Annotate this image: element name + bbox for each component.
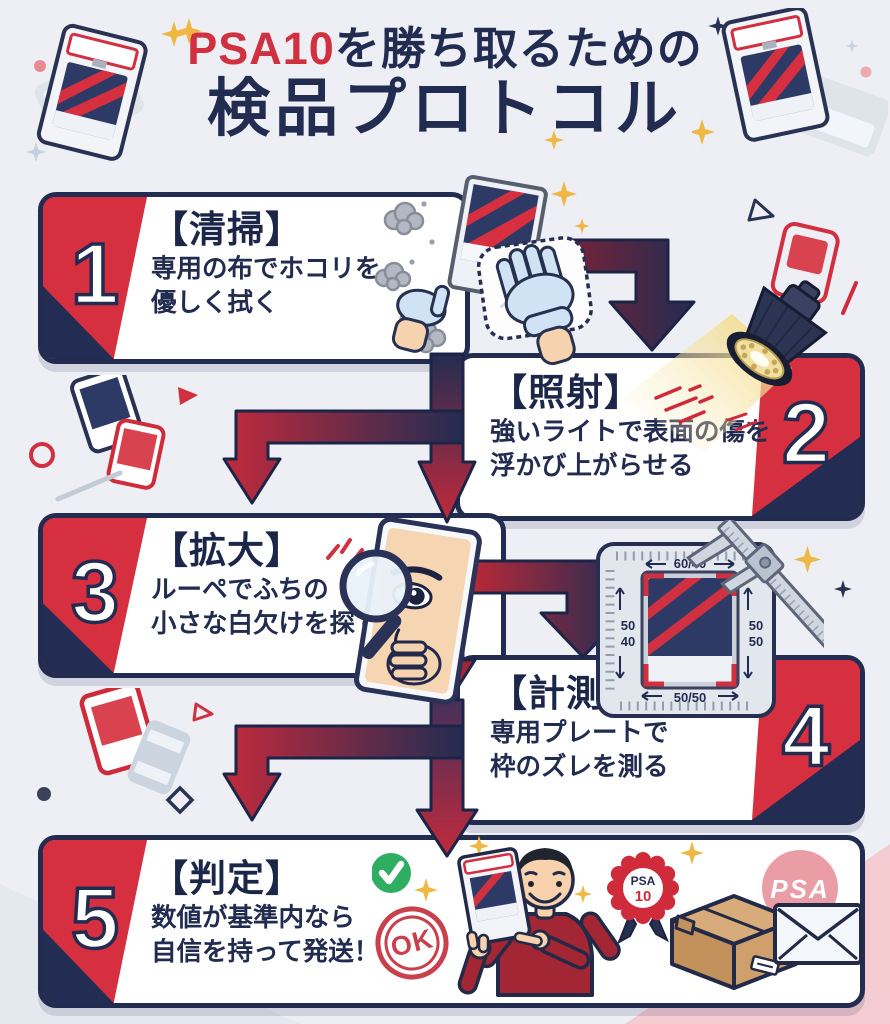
sparkle-icon xyxy=(794,546,821,573)
step-number-plate: 1 xyxy=(43,197,147,359)
sparkle-icon xyxy=(834,580,852,598)
sparkle-icon xyxy=(176,18,202,44)
step-line: 自信を持って発送！ xyxy=(151,937,380,966)
card-outline-decoration xyxy=(770,221,840,305)
step-number: 5 xyxy=(69,870,120,967)
red-card-decoration xyxy=(106,418,166,490)
arrow-branch-to-step3 xyxy=(222,409,465,505)
triangle-decoration xyxy=(747,198,775,222)
slash-decoration xyxy=(55,470,123,502)
slab-card-icon xyxy=(36,23,148,161)
page-title: PSA10を勝ち取るための 検品プロトコル xyxy=(0,24,890,144)
step-heading: 【照射】 xyxy=(490,372,642,413)
circle-decoration xyxy=(29,442,55,468)
step-banner-3: 3 【拡大】 ルーペでふちの 小さな白欠けを探す xyxy=(38,513,506,678)
sparkle-icon xyxy=(692,119,715,145)
slab-card-icon xyxy=(721,8,830,142)
arrow-step1-to-step2 xyxy=(554,238,696,352)
triangle-decoration xyxy=(178,387,198,405)
step-line: 専用の布でホコリを xyxy=(151,254,381,283)
slash-decoration xyxy=(841,281,858,315)
mid-left-decorations xyxy=(29,375,198,502)
sparkle-icon xyxy=(708,16,728,36)
step-line: ルーペでふちの xyxy=(151,575,329,604)
plate-label-left2: 40 xyxy=(621,634,635,649)
title-line2: 検品プロトコル xyxy=(207,73,683,144)
step-banner-2: 2 【照射】 強いライトで表面の傷を 浮かび上がらせる xyxy=(455,353,865,521)
sparkle-icon xyxy=(551,181,577,207)
step-heading: 【拡大】 xyxy=(151,530,303,571)
sparkle-icon xyxy=(845,39,859,53)
title-tail: を勝ち取るための xyxy=(334,23,703,74)
step-number: 3 xyxy=(69,544,120,641)
step-banner-5: 5 【判定】 数値が基準内なら 自信を持って発送！ xyxy=(38,835,865,1008)
sparkle-icon xyxy=(598,544,620,566)
step-banner-4: 4 【計測】 専用プレートで 枠のズレを測る xyxy=(455,655,865,825)
step-number: 4 xyxy=(780,688,831,785)
plate-label-top: 60/40 xyxy=(674,556,707,571)
step-line: 浮かび上がらせる xyxy=(490,451,694,480)
step-line: 優しく拭く xyxy=(151,288,279,317)
sparkle-icon xyxy=(25,141,47,163)
plate-label-left1: 50 xyxy=(621,618,635,633)
step-number-plate: 5 xyxy=(43,840,147,1003)
step-heading: 【判定】 xyxy=(151,858,303,899)
step-line: 小さな白欠けを探す xyxy=(151,609,381,638)
plate-label-right2: 50 xyxy=(749,634,763,649)
dot-decoration xyxy=(34,60,46,72)
step-line: 数値が基準内なら xyxy=(151,903,356,932)
step-number-plate: 4 xyxy=(752,660,860,820)
diamond-decoration xyxy=(165,785,195,815)
sparkle-icon xyxy=(161,21,187,47)
cloth-icon xyxy=(476,236,593,341)
graded-slab-top-left-icon xyxy=(25,21,187,163)
dot-decoration xyxy=(37,787,51,801)
step-banner-1: 1 【清掃】 専用の布でホコリを 優しく拭く xyxy=(38,192,470,364)
title-line1: PSA10を勝ち取るための xyxy=(0,24,890,74)
plate-label-right1: 50 xyxy=(749,618,763,633)
step-line: 強いライトで表面の傷を xyxy=(490,417,771,446)
step-heading: 【計測】 xyxy=(490,673,642,714)
title-highlight: PSA10 xyxy=(187,23,335,74)
step-number: 1 xyxy=(69,226,120,323)
dot-decoration xyxy=(860,66,872,78)
step-line: 専用プレートで xyxy=(490,718,669,747)
lower-left-decorations xyxy=(37,688,214,815)
step-heading: 【清掃】 xyxy=(151,209,303,250)
right-glove-icon xyxy=(495,244,576,366)
step-number-plate: 3 xyxy=(43,518,147,673)
sparkle-icon xyxy=(544,130,564,150)
gray-card-decoration xyxy=(127,720,191,795)
sparkle-icon xyxy=(574,218,590,234)
step-line: 枠のズレを測る xyxy=(490,752,669,781)
triangle-decoration xyxy=(192,702,214,722)
graded-slab-top-right-icon xyxy=(692,8,888,156)
